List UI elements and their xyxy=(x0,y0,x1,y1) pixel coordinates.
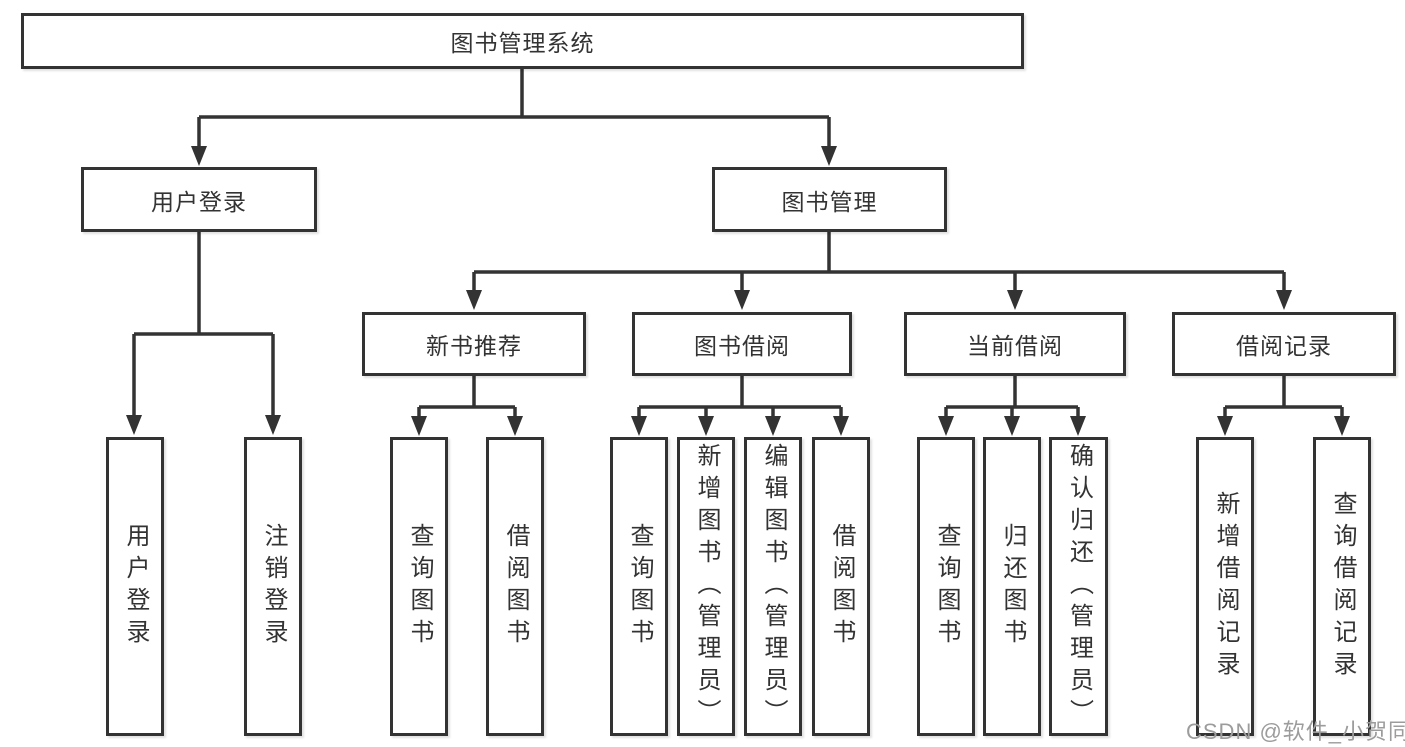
arrowheads-borrowrecords-leaves xyxy=(1217,416,1350,436)
arrowheads-level3 xyxy=(466,290,1292,310)
leaf-confirm-return-admin: 确认归还（管理员） xyxy=(1049,437,1108,736)
leaf-borrow-books-borrowing-label: 借阅图书 xyxy=(828,522,855,651)
leaf-borrow-books-borrowing: 借阅图书 xyxy=(812,437,870,736)
leaf-add-borrow-record: 新增借阅记录 xyxy=(1196,437,1254,736)
leaf-query-books-borrowing: 查询图书 xyxy=(610,437,668,736)
leaf-borrow-books-recommendation-label: 借阅图书 xyxy=(502,522,529,651)
leaf-query-books-current: 查询图书 xyxy=(917,437,975,736)
node-current-borrowing: 当前借阅 xyxy=(904,312,1126,376)
node-current-borrowing-label: 当前借阅 xyxy=(967,333,1063,359)
arrowheads-bookborrow-leaves xyxy=(631,416,849,436)
leaf-edit-books-admin: 编辑图书（管理员） xyxy=(744,437,802,736)
node-user-login-branch: 用户登录 xyxy=(81,167,317,232)
connector-newbookrec-to-leaves xyxy=(417,376,517,417)
leaf-user-login: 用户登录 xyxy=(106,437,164,736)
arrowheads-userlogin-leaves xyxy=(126,415,281,435)
leaf-return-books: 归还图书 xyxy=(983,437,1041,736)
leaf-logout-label: 注销登录 xyxy=(260,522,287,651)
leaf-user-login-label: 用户登录 xyxy=(122,522,149,651)
leaf-confirm-return-admin-label: 确认归还（管理员） xyxy=(1065,442,1093,731)
leaf-query-borrow-record: 查询借阅记录 xyxy=(1313,437,1371,736)
leaf-add-borrow-record-label: 新增借阅记录 xyxy=(1212,490,1239,683)
node-system-root-label: 图书管理系统 xyxy=(450,30,595,56)
node-borrowing-records: 借阅记录 xyxy=(1172,312,1396,376)
connector-userlogin-to-leaves xyxy=(132,232,275,417)
node-user-login-branch-label: 用户登录 xyxy=(151,188,247,215)
node-book-borrowing: 图书借阅 xyxy=(632,312,852,376)
connector-currentborrow-to-leaves xyxy=(944,376,1080,417)
node-book-management-branch: 图书管理 xyxy=(712,167,947,232)
leaf-add-books-admin: 新增图书（管理员） xyxy=(677,437,735,736)
connector-bookmgmt-to-level3 xyxy=(472,232,1286,292)
node-system-root: 图书管理系统 xyxy=(21,13,1024,69)
leaf-add-books-admin-label: 新增图书（管理员） xyxy=(693,442,720,731)
leaf-borrow-books-recommendation: 借阅图书 xyxy=(486,437,544,736)
csdn-watermark: CSDN @软件_小贺同学 xyxy=(1186,719,1405,744)
leaf-query-books-current-label: 查询图书 xyxy=(933,522,960,651)
arrowheads-currentborrow-leaves xyxy=(938,416,1086,436)
node-book-borrowing-label: 图书借阅 xyxy=(694,333,790,359)
arrowheads-newbookrec-leaves xyxy=(411,416,523,436)
leaf-edit-books-admin-label: 编辑图书（管理员） xyxy=(760,442,787,731)
connector-root-to-level2 xyxy=(197,69,831,148)
connector-bookborrow-to-leaves xyxy=(637,376,843,417)
node-book-management-branch-label: 图书管理 xyxy=(781,188,878,215)
leaf-query-books-recommendation-label: 查询图书 xyxy=(406,522,433,651)
node-borrowing-records-label: 借阅记录 xyxy=(1236,333,1332,359)
arrowheads-level2 xyxy=(191,146,837,166)
leaf-query-books-recommendation: 查询图书 xyxy=(390,437,448,736)
node-new-book-recommendation: 新书推荐 xyxy=(362,312,586,376)
leaf-query-borrow-record-label: 查询借阅记录 xyxy=(1329,490,1356,683)
connector-borrowrecords-to-leaves xyxy=(1223,376,1344,417)
leaf-return-books-label: 归还图书 xyxy=(999,522,1026,651)
node-new-book-recommendation-label: 新书推荐 xyxy=(426,333,522,359)
leaf-query-books-borrowing-label: 查询图书 xyxy=(626,522,653,651)
leaf-logout: 注销登录 xyxy=(244,437,302,736)
